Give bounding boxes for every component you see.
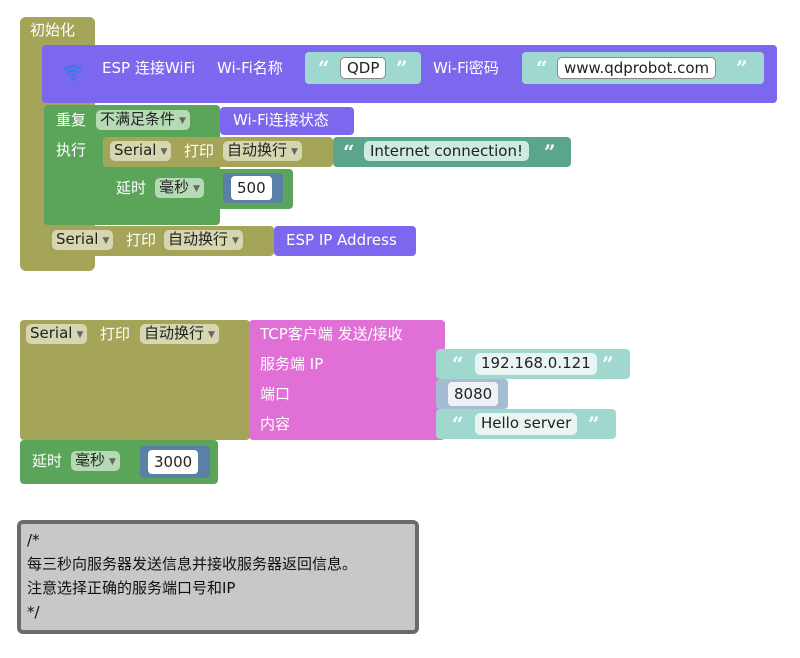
setup-block-header-bar [20,17,95,45]
serial-port-value: Serial [56,230,99,248]
chevron-down-icon: ▼ [193,184,200,194]
delay-label: 延时 [32,452,63,470]
chevron-down-icon: ▼ [102,236,110,246]
serial-port-value: Serial [30,324,73,342]
quote-close-icon: ” [602,352,614,376]
ssid-field[interactable]: QDP [340,57,387,79]
chevron-down-icon: ▼ [291,147,298,157]
port-label: 端口 [260,385,291,403]
wifi-status-block[interactable] [220,107,354,135]
serial-port-dropdown[interactable]: Serial▼ [110,141,172,161]
repeat-mode-value: 不满足条件 [100,110,176,128]
serial-port-dropdown[interactable]: Serial▼ [52,230,114,250]
quote-open-icon: “ [452,352,464,376]
wifi-pwd-label: Wi-Fi密码 [433,59,499,77]
wifi-connect-label: ESP 连接WiFi [102,59,196,77]
server-ip-field[interactable]: 192.168.0.121 [475,353,597,375]
quote-close-icon: ” [396,56,408,80]
server-ip-label: 服务端 IP [260,355,324,373]
repeat-block-bottom [44,211,220,225]
print-label: 打印 [126,231,157,249]
quote-close-icon: ” [544,140,556,164]
print-mode-value: 自动换行 [144,324,205,342]
content-label: 内容 [260,415,291,433]
esp-ip-label: ESP IP Address [286,231,397,249]
delay-unit-dropdown[interactable]: 毫秒▼ [71,451,120,471]
chevron-down-icon: ▼ [76,330,84,340]
chevron-down-icon: ▼ [179,116,186,126]
port-value-field[interactable]: 8080 [448,382,499,406]
print-mode-dropdown[interactable]: 自动换行▼ [164,230,243,250]
delay-unit-dropdown[interactable]: 毫秒▼ [155,178,204,198]
comment-line: */ [27,603,40,621]
quote-open-icon: “ [318,56,330,80]
comment-block[interactable]: /* 每三秒向服务器发送信息并接收服务器返回信息。 注意选择正确的服务端口号和I… [17,520,419,634]
quote-open-icon: “ [343,140,355,164]
internet-text-field[interactable]: Internet connection! [364,141,529,161]
do-label: 执行 [56,141,87,159]
chevron-down-icon: ▼ [208,330,215,340]
serial-port-value: Serial [114,141,157,159]
print-mode-value: 自动换行 [168,230,229,248]
pwd-field[interactable]: www.qdprobot.com [557,57,717,79]
chevron-down-icon: ▼ [160,147,168,157]
print-label: 打印 [100,325,131,343]
comment-line: 注意选择正确的服务端口号和IP [27,579,236,597]
repeat-label: 重复 [56,111,87,129]
tcp-client-block[interactable] [249,320,445,440]
delay-unit-value: 毫秒 [159,178,190,196]
print-label: 打印 [184,142,215,160]
delay-value-field[interactable]: 3000 [148,450,199,474]
delay-unit-value: 毫秒 [75,451,106,469]
quote-open-icon: “ [536,56,548,80]
quote-close-icon: ” [736,56,748,80]
quote-open-icon: “ [452,412,464,436]
esp-ip-block[interactable] [274,226,416,256]
print-mode-dropdown[interactable]: 自动换行▼ [223,141,302,161]
setup-title: 初始化 [30,21,76,39]
comment-line: 每三秒向服务器发送信息并接收服务器返回信息。 [27,555,358,573]
comment-line: /* [27,531,40,549]
delay-value-field[interactable]: 500 [231,176,272,200]
delay-label: 延时 [116,179,147,197]
chevron-down-icon: ▼ [109,457,116,467]
chevron-down-icon: ▼ [232,236,239,246]
tcp-title: TCP客户端 发送/接收 [260,325,403,343]
wifi-icon [62,62,84,82]
repeat-mode-dropdown[interactable]: 不满足条件▼ [96,110,190,130]
print-mode-dropdown[interactable]: 自动换行▼ [140,324,219,344]
quote-close-icon: ” [588,412,600,436]
print-mode-value: 自动换行 [227,141,288,159]
wifi-ssid-label: Wi-Fi名称 [217,59,283,77]
wifi-status-label: Wi-Fi连接状态 [233,111,329,129]
content-field[interactable]: Hello server [475,413,578,435]
serial-port-dropdown[interactable]: Serial▼ [26,324,88,344]
